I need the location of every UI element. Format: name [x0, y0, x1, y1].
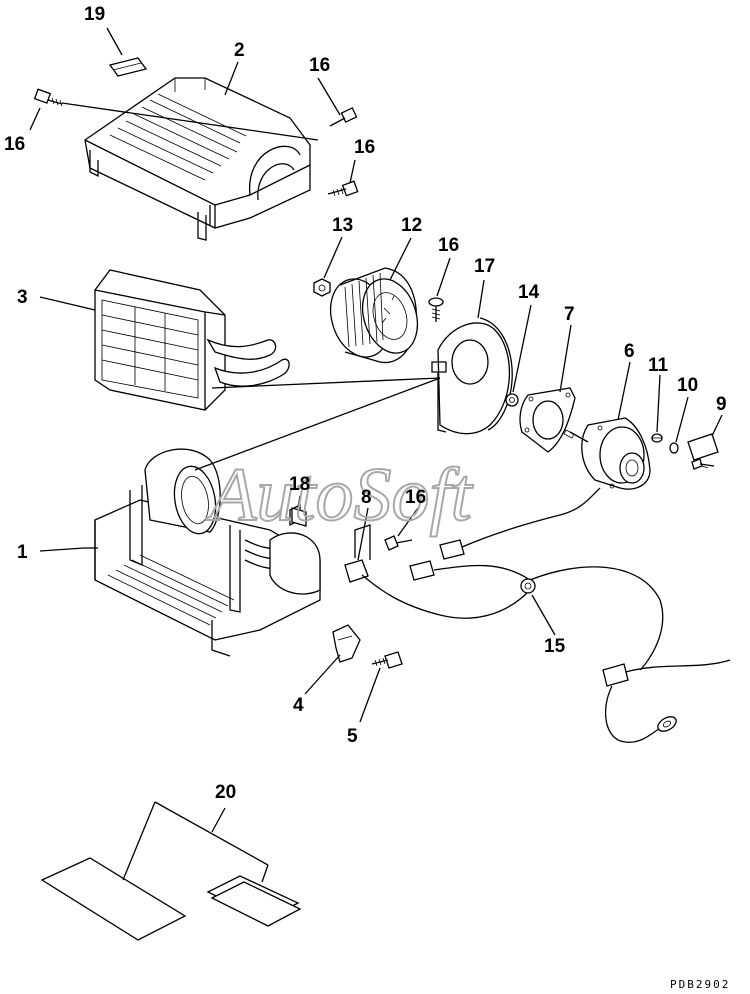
watermark: AutoSoft: [205, 453, 474, 537]
part-8-relay: [344, 524, 371, 583]
callout-10: 10: [677, 375, 698, 396]
leader-lines: [29, 27, 723, 723]
callout-8: 8: [361, 487, 372, 508]
part-9-screw: [687, 433, 719, 470]
callout-2: 2: [234, 40, 245, 61]
callout-13: 13: [332, 215, 353, 236]
callout-4: 4: [293, 695, 304, 716]
callout-12: 12: [401, 215, 422, 236]
callout-14: 14: [518, 282, 540, 303]
part-16-screw-center: [428, 297, 444, 322]
callout-16a: 16: [309, 55, 330, 76]
callout-11: 11: [648, 355, 669, 376]
callout-19: 19: [84, 4, 105, 25]
callout-16b: 16: [4, 134, 25, 155]
part-20-sheets: [40, 801, 302, 941]
part-13-nut: [313, 278, 331, 297]
part-16-bolt-top-right: [329, 107, 358, 127]
part-6-blower-motor: [563, 417, 651, 490]
part-3-heater-core: [94, 269, 290, 411]
callout-1: 1: [17, 542, 28, 563]
callout-6: 6: [624, 341, 635, 362]
callout-15: 15: [544, 636, 566, 657]
part-1-housing: [84, 448, 321, 657]
part-16-bolt-left: [33, 88, 63, 107]
part-14-washer: [505, 393, 519, 407]
part-16-bolt-right: [327, 180, 359, 197]
part-7-gasket: [519, 387, 576, 453]
part-2-cover: [84, 77, 311, 241]
callout-9: 9: [716, 394, 727, 415]
wiring-harness: [361, 487, 731, 743]
drawing-code: PDB2902: [670, 978, 730, 991]
callout-16d: 16: [438, 235, 459, 256]
part-5-bolt: [371, 651, 403, 669]
part-18-clip: [291, 507, 307, 527]
callout-5: 5: [347, 726, 358, 747]
callout-16e: 16: [405, 487, 426, 508]
callout-16c: 16: [354, 137, 375, 158]
part-17-fan-housing: [431, 317, 513, 435]
callout-3: 3: [17, 287, 28, 308]
callout-7: 7: [564, 304, 575, 325]
part-4-bracket: [332, 624, 361, 663]
callout-labels: 19 2 16 16 16 13 12 16 17 3 14 7 6 11 10…: [4, 4, 727, 803]
part-11-nut: [651, 433, 663, 443]
part-19-plate: [108, 57, 148, 77]
callout-17: 17: [474, 256, 495, 277]
callout-20: 20: [215, 782, 236, 803]
part-12-blower-fan: [329, 267, 419, 364]
part-16-screw-mid: [384, 535, 413, 551]
part-10-washer: [669, 442, 679, 454]
callout-18: 18: [289, 474, 310, 495]
